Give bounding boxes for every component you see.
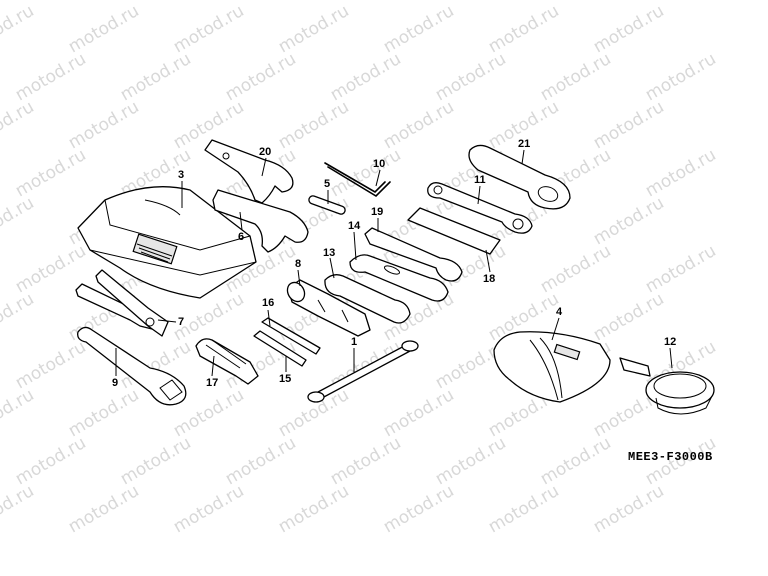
callout-20: 20 bbox=[259, 146, 272, 158]
socket-wrench-drawing bbox=[286, 279, 371, 337]
callout-1: 1 bbox=[351, 336, 358, 348]
tire-gauge-drawing bbox=[619, 357, 715, 415]
callout-17: 17 bbox=[206, 377, 219, 389]
open-wrench-19-drawing bbox=[349, 227, 463, 302]
callout-8: 8 bbox=[295, 258, 302, 270]
callout-9: 9 bbox=[112, 377, 119, 389]
pin-drawing bbox=[308, 195, 346, 215]
double-box-wrench-drawing bbox=[427, 182, 533, 234]
leader-lines bbox=[115, 149, 673, 377]
callout-12: 12 bbox=[664, 336, 677, 348]
callout-11: 11 bbox=[474, 174, 486, 186]
ring-spanner-drawing bbox=[77, 326, 187, 406]
callout-16: 16 bbox=[262, 297, 275, 309]
flat-spanner-drawing bbox=[212, 189, 309, 253]
callout-7: 7 bbox=[178, 316, 185, 328]
open-wrench-13-drawing bbox=[324, 274, 411, 324]
diagram-code: MEE3-F3000B bbox=[628, 450, 713, 464]
callout-18: 18 bbox=[483, 273, 496, 285]
pouch-drawing bbox=[493, 331, 611, 403]
box-wrench-drawing bbox=[468, 144, 571, 210]
tool-bag-drawing bbox=[77, 186, 257, 299]
callout-19: 19 bbox=[371, 206, 384, 218]
callout-13: 13 bbox=[323, 247, 336, 259]
callout-3: 3 bbox=[178, 169, 185, 181]
callout-21: 21 bbox=[518, 138, 531, 150]
hex-key-drawing bbox=[324, 162, 391, 198]
screwdriver-bits-drawing bbox=[253, 317, 321, 367]
callout-10: 10 bbox=[373, 158, 386, 170]
strip-drawing bbox=[407, 207, 501, 255]
pliers-drawing bbox=[75, 269, 169, 337]
callout-14: 14 bbox=[348, 220, 361, 232]
extension-bar-drawing bbox=[307, 340, 419, 403]
hook-wrench-drawing bbox=[204, 139, 294, 204]
callout-15: 15 bbox=[279, 373, 292, 385]
callout-6: 6 bbox=[238, 231, 245, 243]
callout-5: 5 bbox=[324, 178, 331, 190]
callout-4: 4 bbox=[556, 306, 563, 318]
screwdriver-handle-drawing bbox=[195, 338, 259, 385]
